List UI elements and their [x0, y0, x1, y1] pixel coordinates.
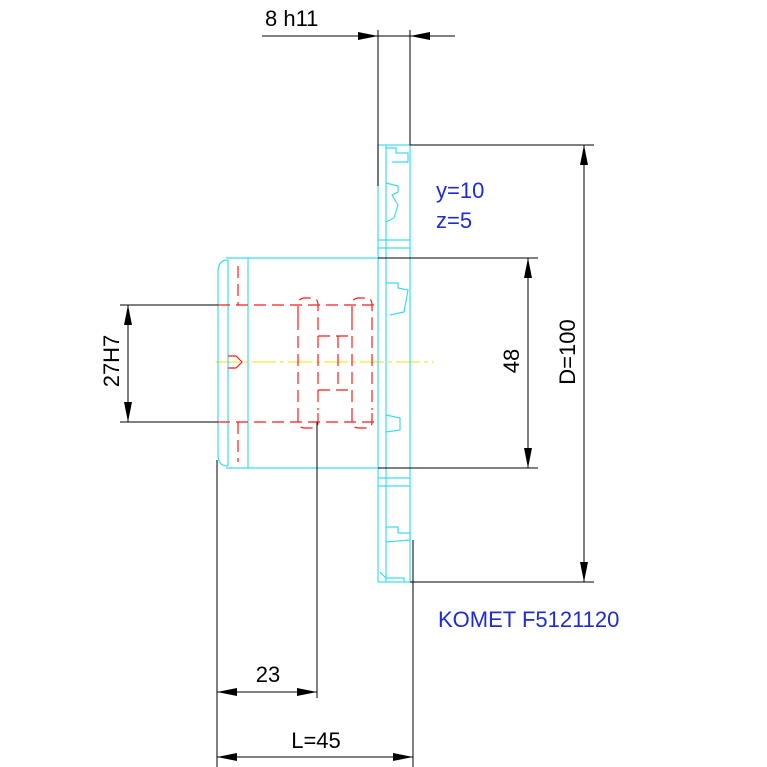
part-number: KOMET F5121120	[438, 607, 619, 632]
notes: y=10 z=5 KOMET F5121120	[436, 178, 619, 632]
cutter-disc	[377, 144, 411, 583]
keyway-groove	[351, 297, 373, 318]
arrowhead	[297, 688, 317, 696]
hub-chamfer	[217, 259, 229, 467]
keyway-groove	[297, 410, 319, 429]
note-z: z=5	[436, 208, 472, 233]
arrowhead	[524, 258, 532, 278]
arrowhead	[124, 305, 132, 325]
bore-hidden-lines	[218, 266, 378, 462]
dimension-diameter: D=100	[410, 144, 594, 583]
disc-outline	[377, 144, 411, 583]
arrowhead	[217, 753, 237, 761]
arrowhead	[217, 688, 237, 696]
tooth	[385, 526, 411, 543]
dimension-bore: 27H7	[99, 304, 218, 423]
tooth	[386, 147, 409, 163]
arrowhead	[580, 145, 588, 165]
dimension-thickness: 8 h11	[262, 6, 455, 186]
dimension-length: L=45	[217, 540, 414, 767]
arrowhead	[580, 562, 588, 582]
arrowhead	[393, 753, 413, 761]
keyway-groove	[351, 410, 373, 429]
arrowhead	[124, 402, 132, 422]
tooth	[379, 571, 405, 582]
tooth	[386, 282, 409, 316]
center-hole	[228, 355, 243, 369]
tooth	[385, 414, 401, 433]
arrowhead	[358, 32, 378, 40]
keyway-groove	[297, 297, 319, 318]
length-label: L=45	[291, 728, 341, 753]
note-y: y=10	[436, 178, 484, 203]
arrowhead	[524, 448, 532, 468]
dimension-hub-diameter: 48	[378, 257, 538, 469]
arrowhead	[410, 32, 430, 40]
thickness-label: 8 h11	[265, 6, 318, 31]
hub-offset-label: 23	[256, 662, 280, 687]
tooth	[385, 182, 399, 223]
hub	[217, 257, 378, 469]
dimension-hub-offset: 23	[216, 422, 318, 767]
diameter-label: D=100	[555, 319, 580, 384]
bore-label: 27H7	[99, 335, 124, 388]
hub-diameter-label: 48	[499, 349, 524, 373]
